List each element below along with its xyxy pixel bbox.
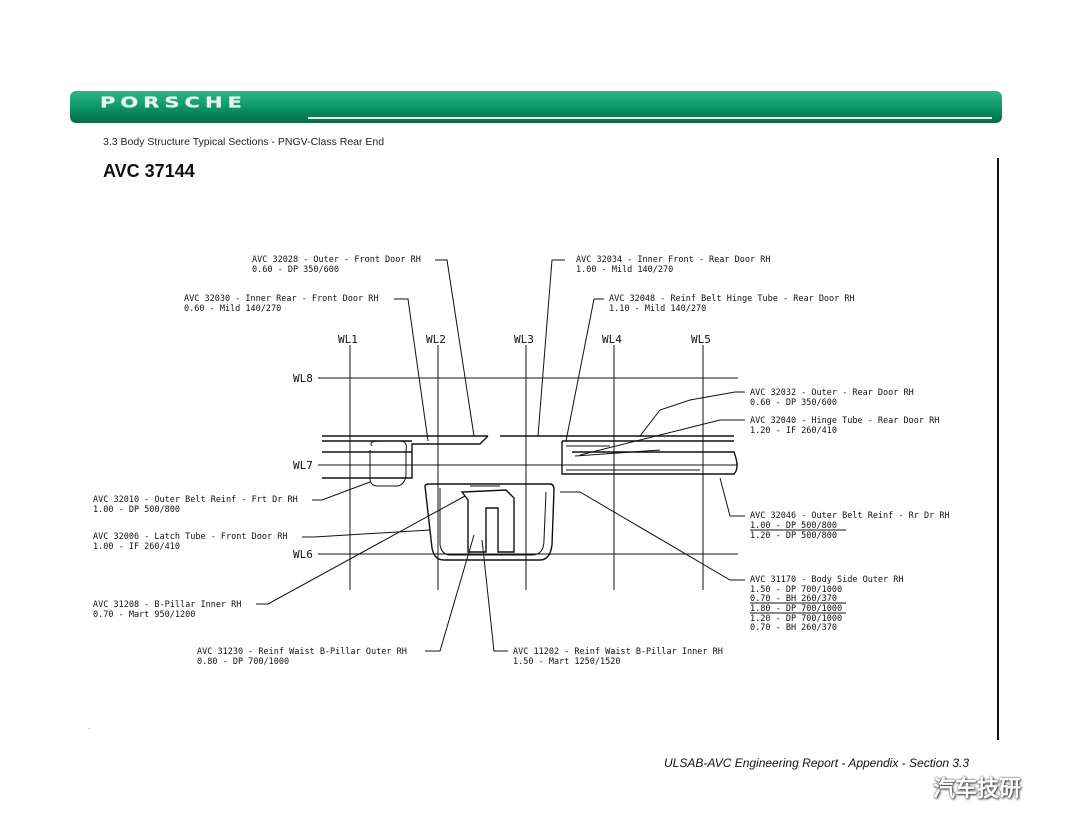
waterline-grid	[318, 345, 738, 590]
callout-32034-part: AVC 32034 - Inner Front - Rear Door RH	[576, 255, 770, 265]
callout-32010-part: AVC 32010 - Outer Belt Reinf - Frt Dr RH	[93, 495, 298, 505]
brand-logo: PORSCHE	[100, 94, 247, 112]
callout-32030-spec: 0.60 - Mild 140/270	[184, 304, 281, 314]
callout-32040-part: AVC 32040 - Hinge Tube - Rear Door RH	[750, 416, 939, 426]
wl7-label: WL7	[293, 459, 313, 472]
callout-11202-part: AVC 11202 - Reinf Waist B-Pillar Inner R…	[513, 647, 723, 657]
callout-32040-spec: 1.20 - IF 260/410	[750, 426, 837, 436]
wl1-label: WL1	[338, 333, 358, 346]
leader-lines	[256, 259, 745, 652]
margin-rule	[997, 158, 999, 740]
wl6-label: WL6	[293, 548, 313, 561]
callout-32046-spec: 1.00 - DP 500/800	[750, 521, 837, 531]
callout-32030-part: AVC 32030 - Inner Rear - Front Door RH	[184, 294, 378, 304]
callout-32034-spec: 1.00 - Mild 140/270	[576, 265, 673, 275]
callout-31170-spec-4: 1.20 - DP 700/1000	[750, 614, 842, 624]
footer-caption: ULSAB-AVC Engineering Report - Appendix …	[664, 756, 970, 770]
section-title: 3.3 Body Structure Typical Sections - PN…	[103, 136, 385, 148]
watermark-text: 汽车技研	[933, 776, 1022, 801]
callout-32046-spec2: 1.20 - DP 500/800	[750, 531, 837, 541]
wl3-label: WL3	[514, 333, 534, 346]
callout-32032-spec: 0.60 - DP 350/600	[750, 398, 837, 408]
callout-32028-spec: 0.60 - DP 350/600	[252, 265, 339, 275]
section-geometry	[322, 435, 738, 561]
callout-31170-spec-3: 1.80 - DP 700/1000	[750, 604, 842, 614]
callout-32006-spec: 1.00 - IF 260/410	[93, 542, 180, 552]
callout-32048-spec: 1.10 - Mild 140/270	[609, 304, 706, 314]
callout-31170-spec-1: 1.50 - DP 700/1000	[750, 585, 842, 595]
banner-rule	[308, 117, 992, 119]
callout-31208-spec: 0.70 - Mart 950/1200	[93, 610, 195, 620]
wl2-label: WL2	[426, 333, 446, 346]
callout-31170-spec-5: 0.70 - BH 260/370	[750, 623, 837, 633]
callout-32048-part: AVC 32048 - Reinf Belt Hinge Tube - Rear…	[609, 294, 855, 304]
callout-32046-part: AVC 32046 - Outer Belt Reinf - Rr Dr RH	[750, 511, 950, 521]
callouts: AVC 32028 - Outer - Front Door RH 0.60 -…	[93, 255, 950, 667]
callout-11202-spec: 1.50 - Mart 1250/1520	[513, 657, 620, 667]
callout-31170-part: AVC 31170 - Body Side Outer RH	[750, 575, 904, 585]
callout-31230-spec: 0.80 - DP 700/1000	[197, 657, 289, 667]
stray-dot: .	[88, 722, 91, 731]
callout-32006-part: AVC 32006 - Latch Tube - Front Door RH	[93, 532, 287, 542]
callout-32028-part: AVC 32028 - Outer - Front Door RH	[252, 255, 421, 265]
watermark: 汽车技研	[893, 771, 1021, 803]
callout-32032-part: AVC 32032 - Outer - Rear Door RH	[750, 388, 914, 398]
wechat-icon	[894, 774, 926, 799]
callout-31230-part: AVC 31230 - Reinf Waist B-Pillar Outer R…	[197, 647, 407, 657]
callout-31208-part: AVC 31208 - B-Pillar Inner RH	[93, 600, 241, 610]
wl4-label: WL4	[602, 333, 622, 346]
wl8-label: WL8	[293, 372, 313, 385]
callout-31170-spec-2: 0.70 - BH 260/370	[750, 594, 837, 604]
page-title: AVC 37144	[103, 161, 195, 181]
callout-32010-spec: 1.00 - DP 500/800	[93, 505, 180, 515]
wl5-label: WL5	[691, 333, 711, 346]
waterline-labels: WL1 WL2 WL3 WL4 WL5 WL8 WL7 WL6	[293, 333, 711, 561]
